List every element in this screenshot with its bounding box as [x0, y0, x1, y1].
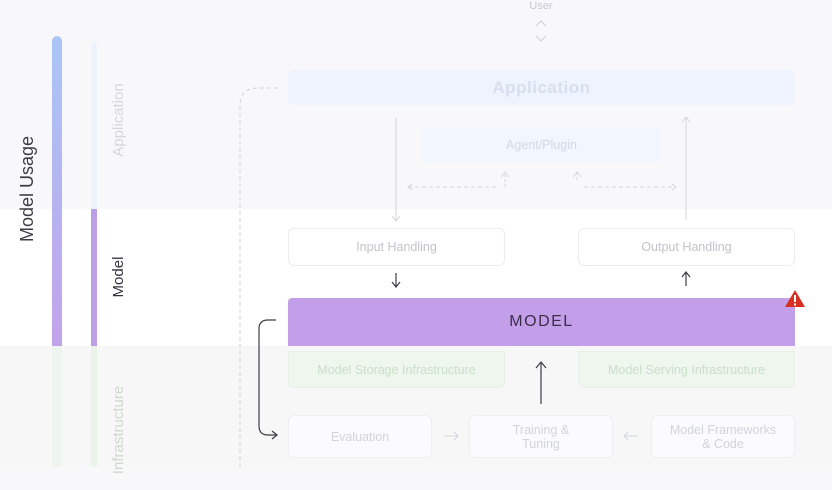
user-label: User: [529, 0, 553, 12]
user-chevrons: [535, 20, 547, 42]
diagram-connectors: [239, 20, 691, 467]
application-box: Application: [288, 70, 795, 105]
model-usage-bar: [52, 36, 62, 346]
model-layer-bar: [91, 209, 97, 346]
model-frameworks-box: Model Frameworks & Code: [651, 415, 795, 458]
agent-plugin-box: Agent/Plugin: [421, 128, 662, 162]
warning-triangle-icon: [784, 289, 806, 309]
training-to-model-arrow: [535, 361, 547, 404]
model-box: MODEL: [288, 298, 795, 346]
model-storage-box: Model Storage Infrastructure: [288, 351, 505, 388]
model-usage-bar-faded: [52, 346, 62, 467]
input-to-model-arrow: [391, 273, 401, 288]
infrastructure-flow-arrows: [444, 431, 638, 441]
app-to-input-arrow: [391, 118, 401, 222]
training-tuning-box: Training & Tuning: [469, 415, 613, 458]
agent-dashed-arrows: [407, 171, 677, 191]
evaluation-box: Evaluation: [288, 415, 432, 458]
output-to-app-arrow: [681, 116, 691, 220]
input-handling-box: Input Handling: [288, 228, 505, 266]
model-serving-box: Model Serving Infrastructure: [578, 351, 795, 388]
infrastructure-layer-bar: [91, 346, 97, 467]
model-to-output-arrow: [681, 271, 691, 286]
application-layer-bar: [91, 42, 97, 209]
model-to-evaluation-arrow: [258, 319, 278, 440]
output-handling-box: Output Handling: [578, 228, 795, 266]
